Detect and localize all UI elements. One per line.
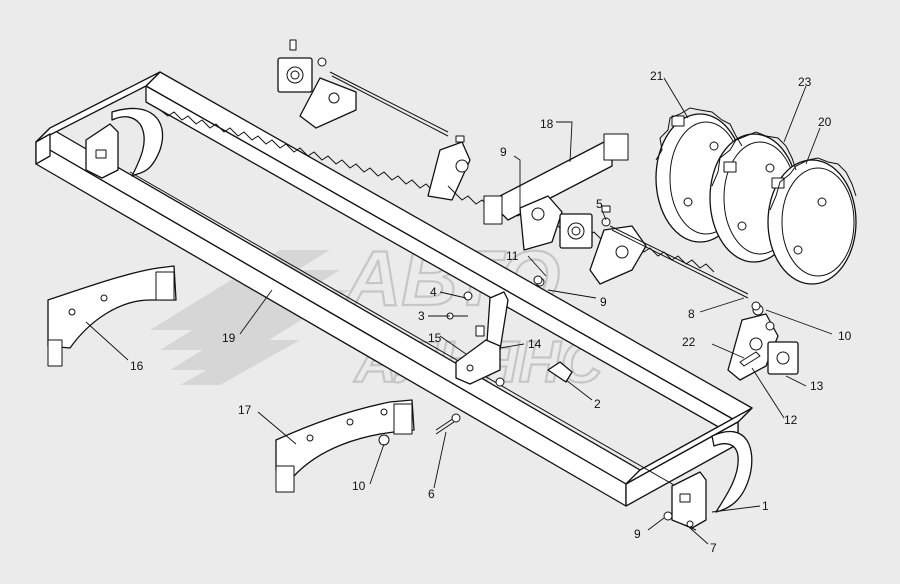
callout-4: 4 xyxy=(430,285,437,299)
callout-1: 1 xyxy=(762,499,769,513)
main-frame xyxy=(35,71,753,529)
callout-2: 2 xyxy=(594,397,601,411)
callout-20: 20 xyxy=(818,115,832,129)
frame-arm-17 xyxy=(275,399,415,493)
frame-arm-16 xyxy=(47,265,177,367)
top-bearing-assembly xyxy=(277,39,471,201)
fasteners xyxy=(378,275,761,531)
callout-12: 12 xyxy=(784,413,798,427)
callout-9-bottom: 9 xyxy=(634,527,641,541)
callout-15: 15 xyxy=(428,331,442,345)
callout-3: 3 xyxy=(418,309,425,323)
callout-19: 19 xyxy=(222,331,236,345)
callout-17: 17 xyxy=(238,403,252,417)
callout-11: 11 xyxy=(506,249,519,263)
callout-10-left: 10 xyxy=(352,479,366,493)
callout-9-middle: 9 xyxy=(600,295,607,309)
callout-14: 14 xyxy=(528,337,542,351)
callout-8: 8 xyxy=(688,307,695,321)
callout-21: 21 xyxy=(650,69,664,83)
support-bracket-18 xyxy=(483,133,749,299)
wheel-20 xyxy=(767,159,857,285)
callout-9-top: 9 xyxy=(500,145,507,159)
callout-16: 16 xyxy=(130,359,144,373)
callout-10-right: 10 xyxy=(838,329,852,343)
callout-22: 22 xyxy=(682,335,696,349)
callout-labels: 1 2 3 4 5 6 7 8 9 9 9 10 10 11 12 13 14 … xyxy=(130,69,852,555)
callout-5: 5 xyxy=(596,197,603,211)
callout-23: 23 xyxy=(798,75,812,89)
callout-7: 7 xyxy=(710,541,717,555)
right-end-plate-assembly xyxy=(727,304,799,381)
leader-lines xyxy=(85,77,833,545)
callout-18: 18 xyxy=(540,117,554,131)
spiked-wheels xyxy=(655,107,857,285)
callout-6: 6 xyxy=(428,487,435,501)
callout-13: 13 xyxy=(810,379,824,393)
